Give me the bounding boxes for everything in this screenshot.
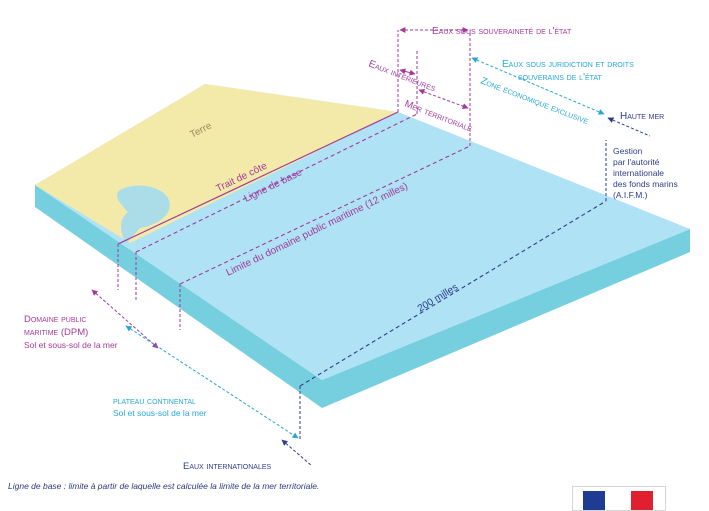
eaux-souverainete-label: Eaux sous souveraineté de l'état	[432, 26, 572, 37]
gestion-line: par l'autorité	[613, 157, 660, 167]
plateau-subtitle: Sol et sous-sol de la mer	[113, 408, 207, 418]
gestion-aifm-label: Gestion par l'autorité internationale de…	[613, 146, 678, 200]
arrow-mer-territoriale	[418, 89, 469, 109]
dpm-limit-line	[179, 145, 471, 285]
eaux-interieures-label: Eaux intérieures	[367, 59, 437, 95]
arrow-haute-mer	[607, 117, 651, 137]
front-right-face	[322, 229, 690, 408]
gestion-line: internationale	[613, 168, 664, 178]
haute-mer-label: Haute mer	[620, 111, 664, 122]
logo-blue-band	[583, 491, 605, 510]
eez-limit-line	[299, 200, 607, 387]
eaux-juridiction-label-line1: Eaux sous juridiction et droits	[502, 59, 634, 70]
arrow-eaux-internationales	[281, 439, 313, 467]
gestion-line: (A.I.F.M.)	[613, 190, 648, 200]
gestion-line: des fonds marins	[613, 179, 678, 189]
logo-red-band	[631, 491, 653, 510]
arrow-eaux-interieures	[399, 68, 416, 76]
marianne-profile-icon	[605, 491, 631, 510]
baseline-line	[135, 113, 418, 253]
eaux-juridiction-label-line2: souverains de l'état	[518, 72, 603, 83]
dpm-title-line1: Domaine public	[24, 314, 86, 325]
coastline-line	[117, 111, 399, 245]
eaux-internationales-label: Eaux internationales	[183, 461, 272, 472]
plateau-title: plateau continental	[113, 396, 196, 407]
republique-francaise-logo	[572, 486, 666, 511]
gestion-line: Gestion	[613, 146, 643, 156]
footnote: Ligne de base : limite à partir de laque…	[8, 481, 320, 491]
arrow-plateau	[125, 325, 299, 439]
arrow-juridiction	[471, 57, 605, 115]
dpm-subtitle: Sol et sous-sol de la mer	[24, 340, 118, 350]
dpm-title-line2: maritime (DPM)	[24, 327, 88, 338]
lagoon	[117, 185, 170, 244]
